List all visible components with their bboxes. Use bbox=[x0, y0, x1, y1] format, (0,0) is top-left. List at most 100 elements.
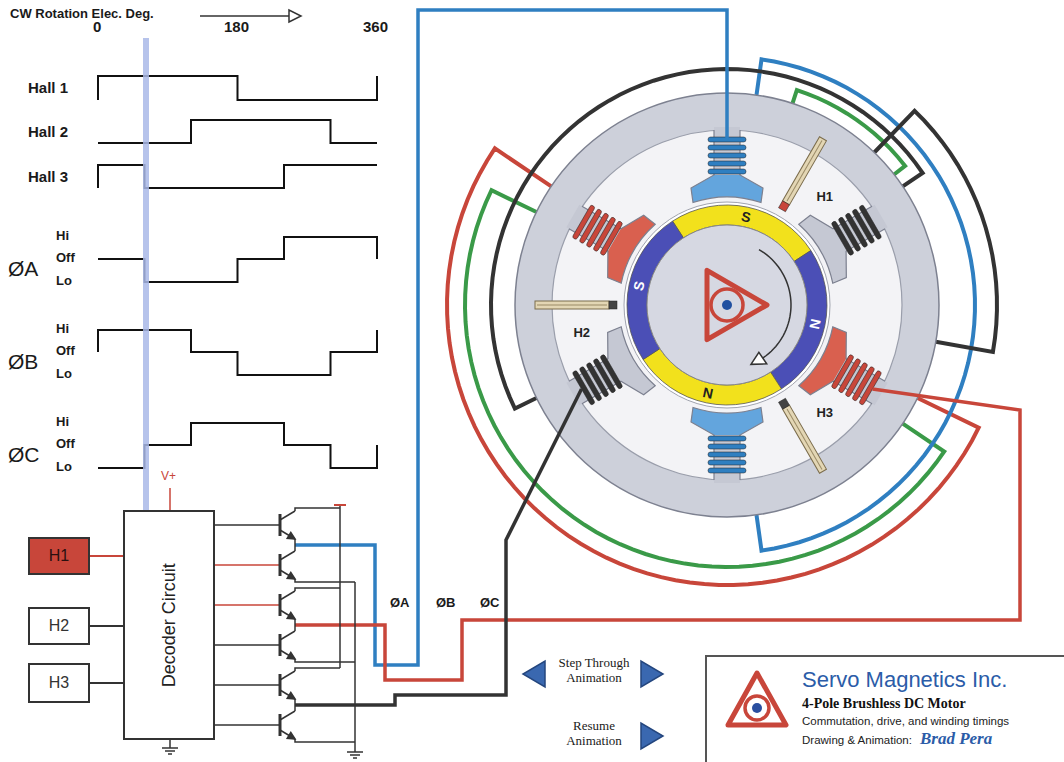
hall-input-box: H2 bbox=[28, 607, 90, 645]
transistor-collector bbox=[280, 631, 295, 640]
timing-chart bbox=[98, 10, 377, 510]
box-label: H1 bbox=[49, 547, 69, 565]
axis-arrow bbox=[200, 15, 289, 17]
transistor-emitter bbox=[280, 530, 295, 539]
title-text: 4-Pole Brushless DC Motor bbox=[802, 696, 1064, 712]
shaft-dot bbox=[722, 300, 732, 310]
half-bridge-link bbox=[294, 619, 296, 631]
step-forward-button bbox=[641, 661, 663, 687]
label-slot: ØC bbox=[480, 596, 500, 611]
supply-line bbox=[169, 488, 171, 510]
coil-turn bbox=[708, 460, 746, 465]
transistor-collector bbox=[280, 591, 295, 600]
waveform bbox=[98, 76, 377, 100]
phase-wire bbox=[295, 10, 727, 665]
axis-arrowhead bbox=[289, 10, 301, 22]
supply-label: V+ bbox=[161, 470, 176, 484]
ground-symbol bbox=[162, 747, 178, 749]
ground-rail bbox=[354, 582, 356, 752]
ground-symbol bbox=[168, 753, 172, 755]
logo-triangle bbox=[728, 673, 786, 725]
label-slot: Hall 1 bbox=[28, 79, 68, 96]
base-line bbox=[215, 564, 280, 566]
level-name: Off bbox=[56, 344, 75, 359]
coil-turn bbox=[708, 452, 746, 457]
supply-rail-cap bbox=[334, 504, 346, 506]
label-slot: ØB bbox=[436, 596, 456, 611]
half-bridge-link bbox=[294, 539, 296, 551]
sensor-tip bbox=[609, 301, 617, 309]
degree-tick: 0 bbox=[93, 18, 101, 35]
coil-turn bbox=[708, 468, 746, 473]
phase-name: ØB bbox=[8, 350, 38, 374]
stator bbox=[515, 93, 939, 517]
coil-turn bbox=[708, 169, 746, 174]
label-slot: Lo bbox=[56, 460, 72, 475]
axis-title: CW Rotation Elec. Deg. bbox=[10, 7, 154, 22]
rotor bbox=[624, 202, 830, 408]
waveform bbox=[98, 330, 377, 375]
emitter-arrow bbox=[287, 532, 295, 539]
phase-name: ØC bbox=[8, 443, 40, 467]
waveform bbox=[98, 165, 377, 188]
signal-wire bbox=[90, 555, 123, 557]
phase-wire-label: ØB bbox=[436, 596, 456, 611]
transistor-emitter bbox=[280, 650, 295, 659]
hall-sensor-label: H1 bbox=[816, 189, 833, 204]
label-slot: ØB bbox=[8, 350, 38, 374]
phase-name: ØA bbox=[8, 257, 38, 281]
ground-symbol bbox=[350, 754, 360, 756]
coil-turn bbox=[708, 436, 746, 441]
phase-wire bbox=[295, 389, 1020, 680]
hall-input-box: H3 bbox=[28, 663, 90, 703]
coil-turn bbox=[600, 221, 623, 256]
collector-lead bbox=[295, 668, 340, 671]
ground-lead bbox=[169, 740, 171, 748]
signal-wire bbox=[90, 625, 123, 627]
transistor-emitter bbox=[280, 570, 295, 579]
transistor-collector bbox=[280, 671, 295, 680]
box-label: H3 bbox=[49, 674, 69, 692]
tooth-outline bbox=[691, 130, 763, 203]
level-name: Hi bbox=[56, 415, 69, 430]
sensor-tip bbox=[779, 201, 790, 212]
coil-turn bbox=[600, 354, 623, 389]
label-slot: H2 bbox=[573, 326, 590, 341]
decoder-box: Decoder Circuit bbox=[123, 510, 215, 740]
label-slot: ØC bbox=[8, 443, 40, 467]
air-gap bbox=[624, 202, 830, 408]
coil-turn bbox=[831, 354, 854, 389]
level-name: Lo bbox=[56, 460, 72, 475]
half-bridge-link bbox=[294, 699, 296, 711]
level-name: Lo bbox=[56, 367, 72, 382]
hall-signal-name: Hall 3 bbox=[28, 168, 68, 185]
label-slot: Off bbox=[56, 344, 75, 359]
winding-wires bbox=[447, 59, 997, 585]
emitter-arrow bbox=[287, 652, 295, 659]
supply-rail bbox=[339, 505, 341, 668]
phase-wire-label: ØA bbox=[390, 596, 410, 611]
hall-sensor bbox=[535, 301, 617, 309]
transistor-emitter bbox=[280, 610, 295, 619]
base-line bbox=[215, 684, 280, 686]
label-slot: Off bbox=[56, 437, 75, 452]
ground-symbol bbox=[347, 751, 363, 753]
level-name: Lo bbox=[56, 274, 72, 289]
degree-tick: 180 bbox=[224, 18, 249, 35]
decoder-label: Decoder Circuit bbox=[159, 563, 180, 687]
stator-tooth bbox=[691, 408, 763, 484]
coil-turn bbox=[708, 145, 746, 150]
step-back-button bbox=[523, 661, 545, 687]
emitter-arrow bbox=[287, 572, 295, 579]
sensor-lead bbox=[537, 305, 607, 306]
label-slot: Lo bbox=[56, 274, 72, 289]
label-slot: Off bbox=[56, 251, 75, 266]
transistor-collector bbox=[280, 551, 295, 560]
transistor-collector bbox=[280, 711, 295, 720]
base-line bbox=[215, 644, 280, 646]
coil-turn bbox=[708, 161, 746, 166]
label-slot: Resume Animation bbox=[550, 719, 638, 749]
waveform bbox=[98, 423, 377, 468]
resume-button bbox=[641, 723, 663, 749]
company-logo bbox=[721, 667, 793, 739]
